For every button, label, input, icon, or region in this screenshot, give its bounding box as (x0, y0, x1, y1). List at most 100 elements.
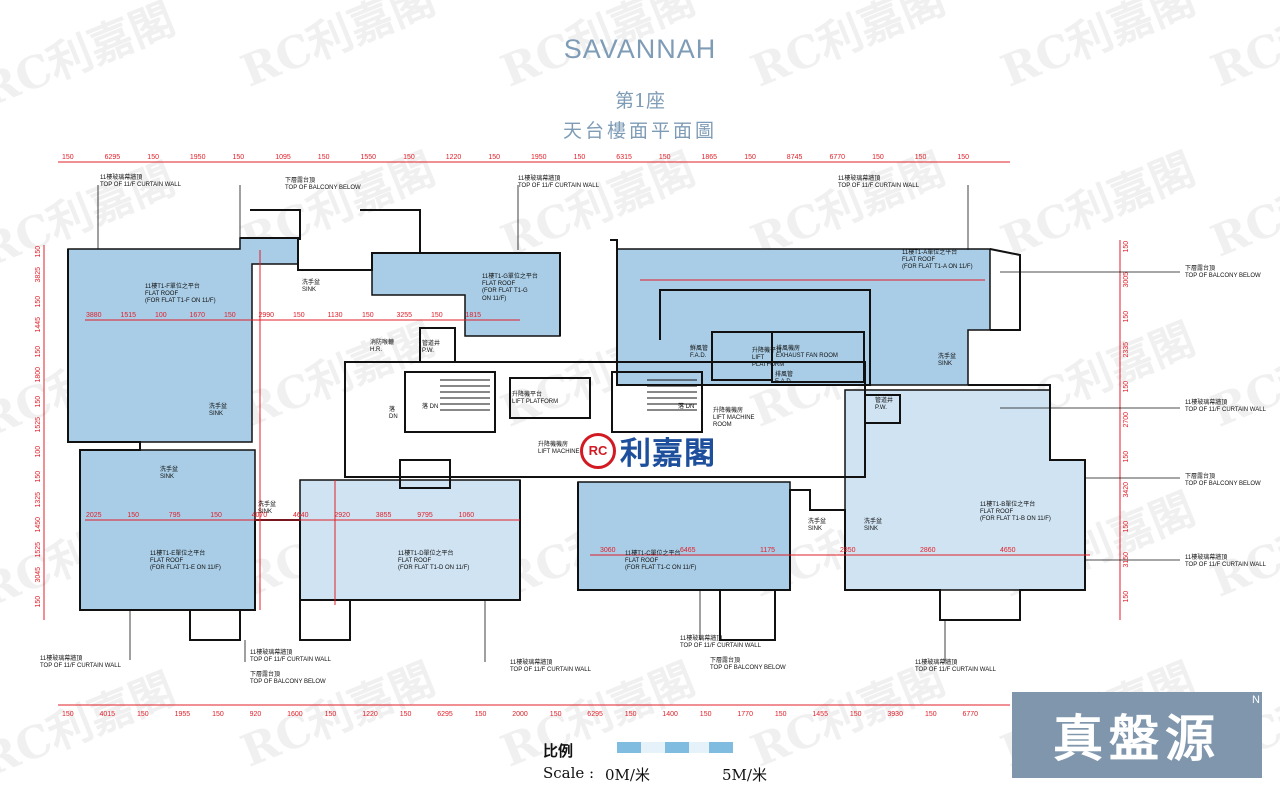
dimension-value: 3855 (376, 512, 392, 519)
dimension-value: 150 (659, 154, 671, 161)
dimension-value: 100 (155, 312, 167, 319)
dimension-value: 2990 (259, 312, 275, 319)
scale-bar-2 (641, 742, 665, 753)
dimension-left: 1450 (35, 517, 42, 533)
scale-label-cn: 比例 (543, 742, 574, 760)
dimension-value: 150 (915, 154, 927, 161)
dimension-value: 150 (775, 711, 787, 718)
dimension-value: 150 (127, 512, 139, 519)
dimension-value: 150 (137, 711, 149, 718)
dimension-value: 8745 (787, 154, 803, 161)
dimension-value: 2860 (920, 547, 936, 554)
dimension-value: 150 (62, 154, 74, 161)
dimension-value: 150 (210, 512, 222, 519)
dimension-value: 6295 (437, 711, 453, 718)
scale-bar-3 (665, 742, 689, 753)
dimension-value: 1770 (737, 711, 753, 718)
scale-bar-5 (709, 742, 733, 753)
dimension-value: 9795 (417, 512, 433, 519)
roof-areas (67, 237, 1086, 611)
logo-mark-icon: RC (580, 432, 616, 469)
brand-mark: N (1252, 694, 1260, 706)
dimension-left: 150 (35, 596, 42, 608)
dimension-value: 1550 (361, 154, 377, 161)
dimension-left: 150 (35, 246, 42, 258)
dimension-value: 1220 (446, 154, 462, 161)
down-label: 落 DN (678, 404, 695, 410)
roof-t1d (299, 479, 521, 601)
scale-bar-4 (689, 742, 709, 753)
dimension-value: 6295 (105, 154, 121, 161)
dimension-value: 150 (744, 154, 756, 161)
dimension-value: 150 (625, 711, 637, 718)
dimension-value: 1955 (175, 711, 191, 718)
leader-lines (97, 185, 1180, 662)
dimension-value: 2850 (840, 547, 856, 554)
dimension-value: 795 (169, 512, 181, 519)
dimension-value: 150 (147, 154, 159, 161)
dimension-value: 150 (700, 711, 712, 718)
dimension-value: 1130 (328, 312, 343, 319)
dimension-value: 3255 (397, 312, 413, 319)
roof-t1c (577, 481, 791, 591)
dimension-value: 3930 (887, 711, 903, 718)
dimension-value: 4640 (293, 512, 309, 519)
dimension-value: 1950 (190, 154, 206, 161)
stairs (440, 379, 697, 411)
dimension-value: 150 (293, 312, 305, 319)
dimension-value: 6315 (616, 154, 632, 161)
dimension-value: 1060 (459, 512, 475, 519)
dimension-value: 6770 (963, 711, 979, 718)
dimension-left: 1525 (35, 417, 42, 433)
dimension-value: 1950 (531, 154, 547, 161)
dimension-value: 150 (872, 154, 884, 161)
dimension-left: 100 (35, 446, 42, 458)
dimension-value: 150 (957, 154, 969, 161)
brand-text: 真盤源 (1053, 710, 1221, 768)
dimension-value: 4070 (252, 512, 268, 519)
brand-badge: 真盤源 N (1012, 692, 1262, 778)
dimension-value: 6770 (830, 154, 846, 161)
tower-title: 第1座 (614, 90, 666, 112)
dimension-value: 2920 (334, 512, 350, 519)
dimension-value: 150 (488, 154, 500, 161)
dimension-lines (43, 161, 1121, 706)
agency-logo: RC 利嘉閣 (580, 428, 716, 473)
dimension-right: 150 (1123, 241, 1130, 253)
dimension-value: 6465 (680, 547, 696, 554)
dimension-right: 150 (1123, 521, 1130, 533)
plan-title: 天台樓面平面圖 (562, 120, 717, 142)
dimension-value: 3880 (86, 312, 102, 319)
dimension-value: 1220 (362, 711, 378, 718)
scale-zero: 0M/米 (605, 766, 650, 784)
walls (67, 209, 1086, 641)
dimension-value: 150 (550, 711, 562, 718)
